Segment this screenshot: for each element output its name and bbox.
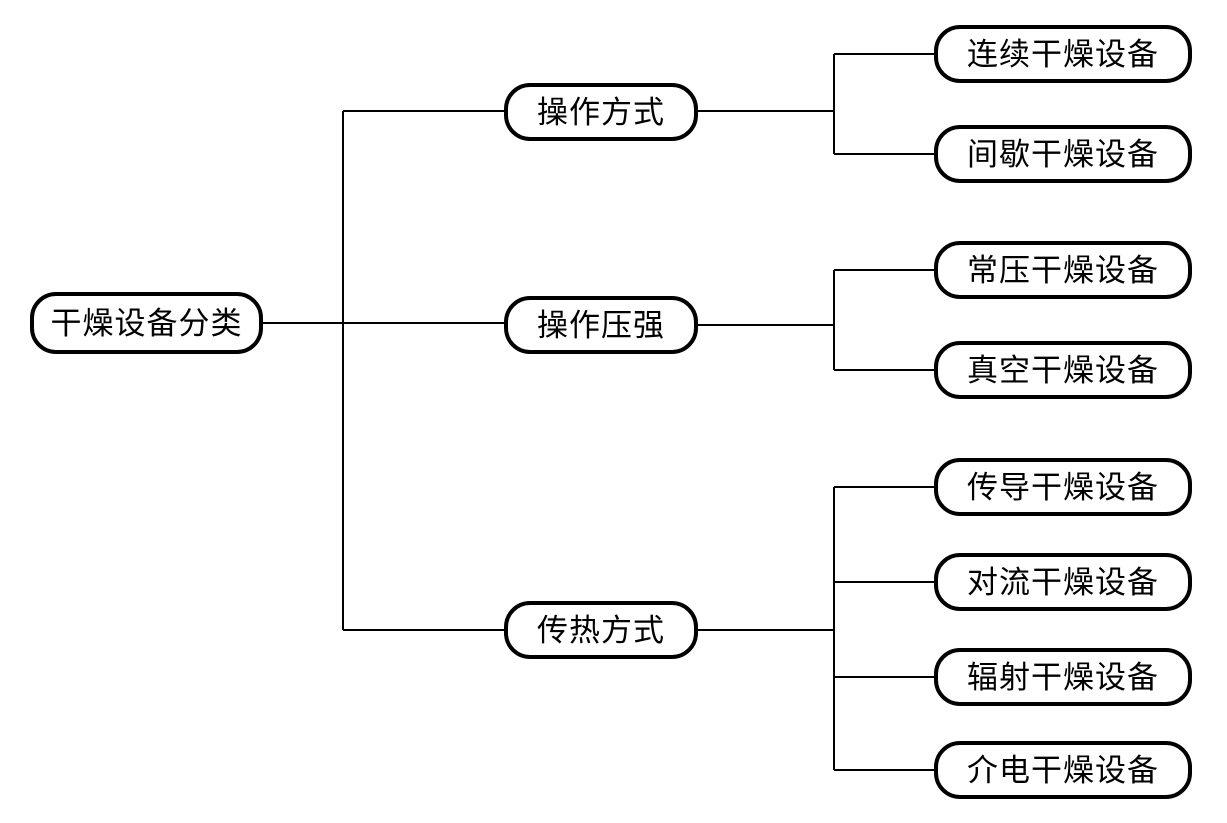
node-batch-drying-equipment-label: 间歇干燥设备	[967, 136, 1159, 172]
node-radiation-drying-equipment: 辐射干燥设备	[934, 648, 1192, 706]
node-operation-mode-label: 操作方式	[537, 94, 665, 130]
node-heat-transfer-mode: 传热方式	[504, 601, 698, 659]
node-heat-transfer-mode-label: 传热方式	[537, 612, 665, 648]
node-operating-pressure-label: 操作压强	[537, 307, 665, 343]
node-dielectric-drying-equipment-label: 介电干燥设备	[967, 752, 1159, 788]
node-convection-drying-equipment-label: 对流干燥设备	[967, 564, 1159, 600]
node-radiation-drying-equipment-label: 辐射干燥设备	[967, 659, 1159, 695]
node-operation-mode: 操作方式	[504, 83, 698, 141]
node-convection-drying-equipment: 对流干燥设备	[934, 553, 1192, 611]
node-vacuum-drying-equipment-label: 真空干燥设备	[967, 352, 1159, 388]
node-continuous-drying-equipment-label: 连续干燥设备	[967, 36, 1159, 72]
node-root: 干燥设备分类	[30, 292, 263, 354]
node-vacuum-drying-equipment: 真空干燥设备	[934, 341, 1192, 399]
node-atmospheric-drying-equipment: 常压干燥设备	[934, 241, 1192, 299]
node-conduction-drying-equipment: 传导干燥设备	[934, 458, 1192, 516]
node-atmospheric-drying-equipment-label: 常压干燥设备	[967, 252, 1159, 288]
node-continuous-drying-equipment: 连续干燥设备	[934, 25, 1192, 83]
node-batch-drying-equipment: 间歇干燥设备	[934, 125, 1192, 183]
node-dielectric-drying-equipment: 介电干燥设备	[934, 741, 1192, 799]
node-conduction-drying-equipment-label: 传导干燥设备	[967, 469, 1159, 505]
node-operating-pressure: 操作压强	[504, 296, 698, 354]
node-root-label: 干燥设备分类	[50, 305, 243, 341]
